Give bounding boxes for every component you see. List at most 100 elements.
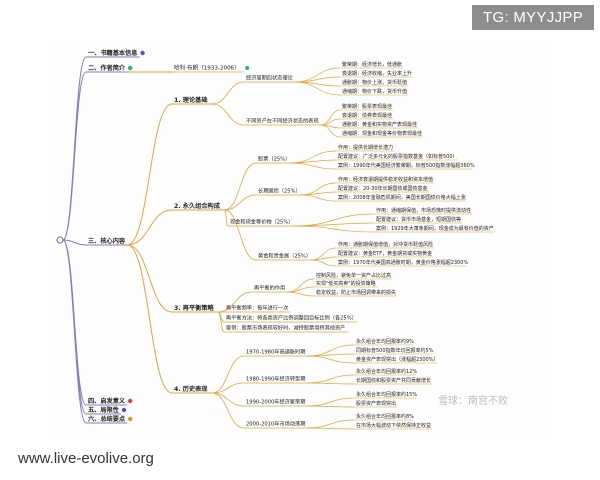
leaf-node: 衰退期：经济收缩，失业率上升 <box>342 70 412 77</box>
item-node: 长期国债（25%） <box>258 187 301 195</box>
leaf-node: 案例：1990年代美国经济繁荣期，标普500指数涨幅超360% <box>338 162 475 169</box>
leaf-branch-line <box>293 225 375 233</box>
item-node: 股票（25%） <box>258 156 290 163</box>
item-node: 案例：股票市场表现较好时，减持股票增持其他资产 <box>226 324 345 332</box>
leaf-node: 实现"低买高卖"的投资策略 <box>316 280 376 287</box>
section-title: 1. 理论基础 <box>174 96 208 104</box>
leaf-branch-line <box>307 382 355 385</box>
leaf-node: 衰退期：债券表现最佳 <box>342 112 392 119</box>
item-node: 1970-1980年高通胀时期 <box>246 348 305 356</box>
leaf-node: 稳定收益，防止市场回调带来的损失 <box>316 289 396 296</box>
leaf-branch-line <box>310 259 337 267</box>
leaf-node: 长期国债和股票资产共同贡献增长 <box>356 377 431 384</box>
leaf-node: 永久组合年均回报率约8% <box>356 413 414 420</box>
item-node: 1980-1990年经济转型期 <box>246 375 305 383</box>
item-branch-line <box>217 311 225 333</box>
watermark-snowball: 雪球：南宫不败 <box>438 396 508 407</box>
leaf-node: 案例：1970年代美国高通胀时期，黄金价格涨幅超2300% <box>338 259 468 266</box>
item-branch-line <box>211 81 245 105</box>
item-node: 现金和现金等价物（25%） <box>230 218 293 226</box>
item-node: 黄金和贵金属（25%） <box>258 252 311 260</box>
leaf-branch-line <box>294 81 341 96</box>
top-level-node: 六、总结要点 <box>88 415 126 423</box>
root-branch-line <box>62 239 87 424</box>
leaf-node: 繁荣期：经济增长，低通胀 <box>342 61 402 68</box>
item-branch-line <box>211 382 245 394</box>
top-level-node: 五、局限性 <box>88 406 120 414</box>
leaf-node: 股票资产表现突出 <box>356 400 396 407</box>
top-level-node: 四、启发意义 <box>88 397 126 405</box>
leaf-branch-line <box>300 194 337 202</box>
leaf-node: 作用：通胀期保值增值，对冲货币贬值风险 <box>338 241 433 248</box>
section-branch-line <box>127 103 173 246</box>
leaf-node: 通缩期：物价下跌，货币升值 <box>342 88 407 95</box>
item-branch-line <box>211 392 245 429</box>
leaf-branch-line <box>287 291 315 297</box>
status-dot-green <box>245 66 250 70</box>
leaf-node: 案例：2008年金融危机期间，美国长期国债价格大幅上涨 <box>338 194 466 201</box>
item-branch-line <box>211 103 245 126</box>
connector-lines <box>62 56 494 430</box>
section-branch-line <box>127 209 173 246</box>
leaf-node: 配置建议：广泛多元化的股票指数基金（如标普500） <box>338 153 458 160</box>
leaf-branch-line <box>307 427 355 430</box>
leaf-node: 控制风险，避免单一资产占比过高 <box>316 272 391 279</box>
section-branch-line <box>127 244 173 394</box>
leaf-node: 通缩期：现金和现金等价物表现最佳 <box>342 130 422 137</box>
item-branch-line <box>218 291 253 313</box>
item-node: 2000-2010年市场动荡期 <box>246 420 305 428</box>
status-dot-blue <box>121 407 127 413</box>
item-node: 再平衡频率：每年进行一次 <box>226 304 288 312</box>
item-branch-line <box>224 209 257 261</box>
mind-map-background <box>54 40 550 438</box>
leaf-branch-line <box>320 124 341 138</box>
leaf-node: 在市场大幅波动下依然保持正收益 <box>356 422 431 429</box>
top-level-node: 三、核心内容 <box>88 237 126 245</box>
leaf-node: 作用：提供长期增长潜力 <box>338 144 393 151</box>
leaf-node: 通胀期：物价上涨，货币贬值 <box>342 79 407 86</box>
top-level-node: 二、作者简介 <box>88 64 126 72</box>
root-node-dot <box>56 236 64 244</box>
leaf-node: 配置建议：黄金ETF，黄金期货或实物黄金 <box>338 250 432 257</box>
leaf-node: 繁荣期：股票表现最佳 <box>342 103 392 110</box>
leaf-node: 同期标普500指数年均回报率约5% <box>356 347 434 354</box>
status-dot-green <box>128 65 133 71</box>
status-dot-orange <box>128 416 133 422</box>
top-level-node: 一、书籍基本信息 <box>88 49 138 57</box>
item-node: 再平衡方法：将各类资产比例调整回目标比例（各25%） <box>226 314 357 322</box>
leaf-node: 配置建议：20-30年长期国债或国债基金 <box>338 185 428 192</box>
leaf-node: 永久组合年均回报率约12% <box>356 368 417 375</box>
section-branch-line <box>127 244 173 313</box>
leaf-node: 案例：1929年大萧条期间，现金成为最有价值的资产 <box>376 225 494 232</box>
item-branch-line <box>211 355 245 394</box>
item-node: 经济周期四状态理论 <box>246 74 294 82</box>
leaf-branch-line <box>307 405 355 408</box>
node-dots <box>56 50 250 422</box>
watermark-tg: TG: MYYJJPP <box>472 5 594 30</box>
section-title: 4. 历史表现 <box>174 385 208 393</box>
leaf-branch-line <box>307 355 355 364</box>
item-node: 1990-2000年经济繁荣期 <box>246 398 305 406</box>
root-branch-line <box>62 239 87 246</box>
leaf-node: 作用：经济衰退期提供稳定收益和资本增值 <box>338 176 433 183</box>
section-title: 2. 永久组合构成 <box>174 202 221 210</box>
leaf-node: 作用：通缩期保值，市场恐慌时提供流动性 <box>376 207 471 214</box>
item-node: 不同资产在不同经济状态的表现 <box>246 117 319 125</box>
leaf-node: 黄金资产表现突出（涨幅超2300%） <box>356 356 438 363</box>
leaf-node: 配置建议：货币市场基金，短期国债等 <box>376 216 461 223</box>
leaf-node: 永久组合年均回报率约15% <box>356 391 417 398</box>
leaf-branch-line <box>290 162 337 170</box>
author-name: 哈利·布朗（1933-2006） <box>174 64 240 72</box>
item-branch-line <box>224 194 257 211</box>
leaf-node: 永久组合年均回报率约9% <box>356 338 414 345</box>
watermark-website: www.live-evolive.org <box>10 447 162 470</box>
section-title: 3. 再平衡策略 <box>174 304 215 312</box>
item-branch-line <box>223 209 229 227</box>
status-dot-blue <box>140 50 145 56</box>
status-dot-red <box>128 398 133 404</box>
root-branch-line <box>62 71 87 241</box>
item-node: 再平衡的作用 <box>254 284 285 292</box>
item-branch-line <box>224 162 257 211</box>
